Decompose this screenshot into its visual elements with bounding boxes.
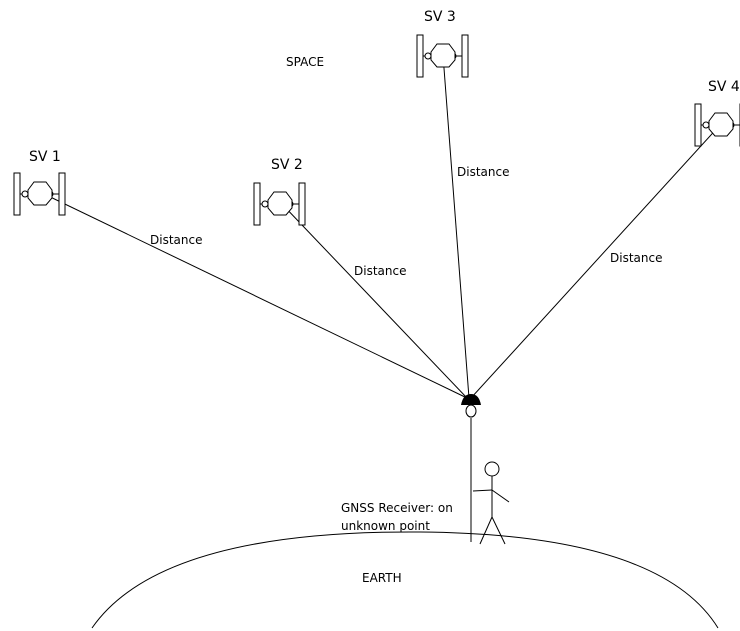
earth-surface [92,532,718,628]
satellite-icon-sv1 [14,173,65,215]
distance-label-sv4: Distance [610,251,662,265]
gnss-antenna-icon [461,394,481,417]
satellite-icon-sv4 [695,104,740,146]
sv4-label: SV 4 [708,79,740,95]
sv3-label: SV 3 [424,9,456,25]
satellite-icon-sv3 [417,35,468,77]
receiver-label-line1: GNSS Receiver: on [341,501,453,515]
sv2-label: SV 2 [271,157,303,173]
earth-label: EARTH [362,571,402,585]
distance-line-sv2 [281,203,467,398]
person-icon [473,462,509,544]
distance-label-sv3: Distance [457,165,509,179]
distance-label-sv2: Distance [354,264,406,278]
receiver-label-line2: unknown point [341,519,430,533]
space-label: SPACE [286,55,324,69]
distance-line-sv3 [443,55,469,398]
distance-label-sv1: Distance [150,233,202,247]
sv1-label: SV 1 [29,149,61,165]
satellite-icon-sv2 [254,183,305,225]
